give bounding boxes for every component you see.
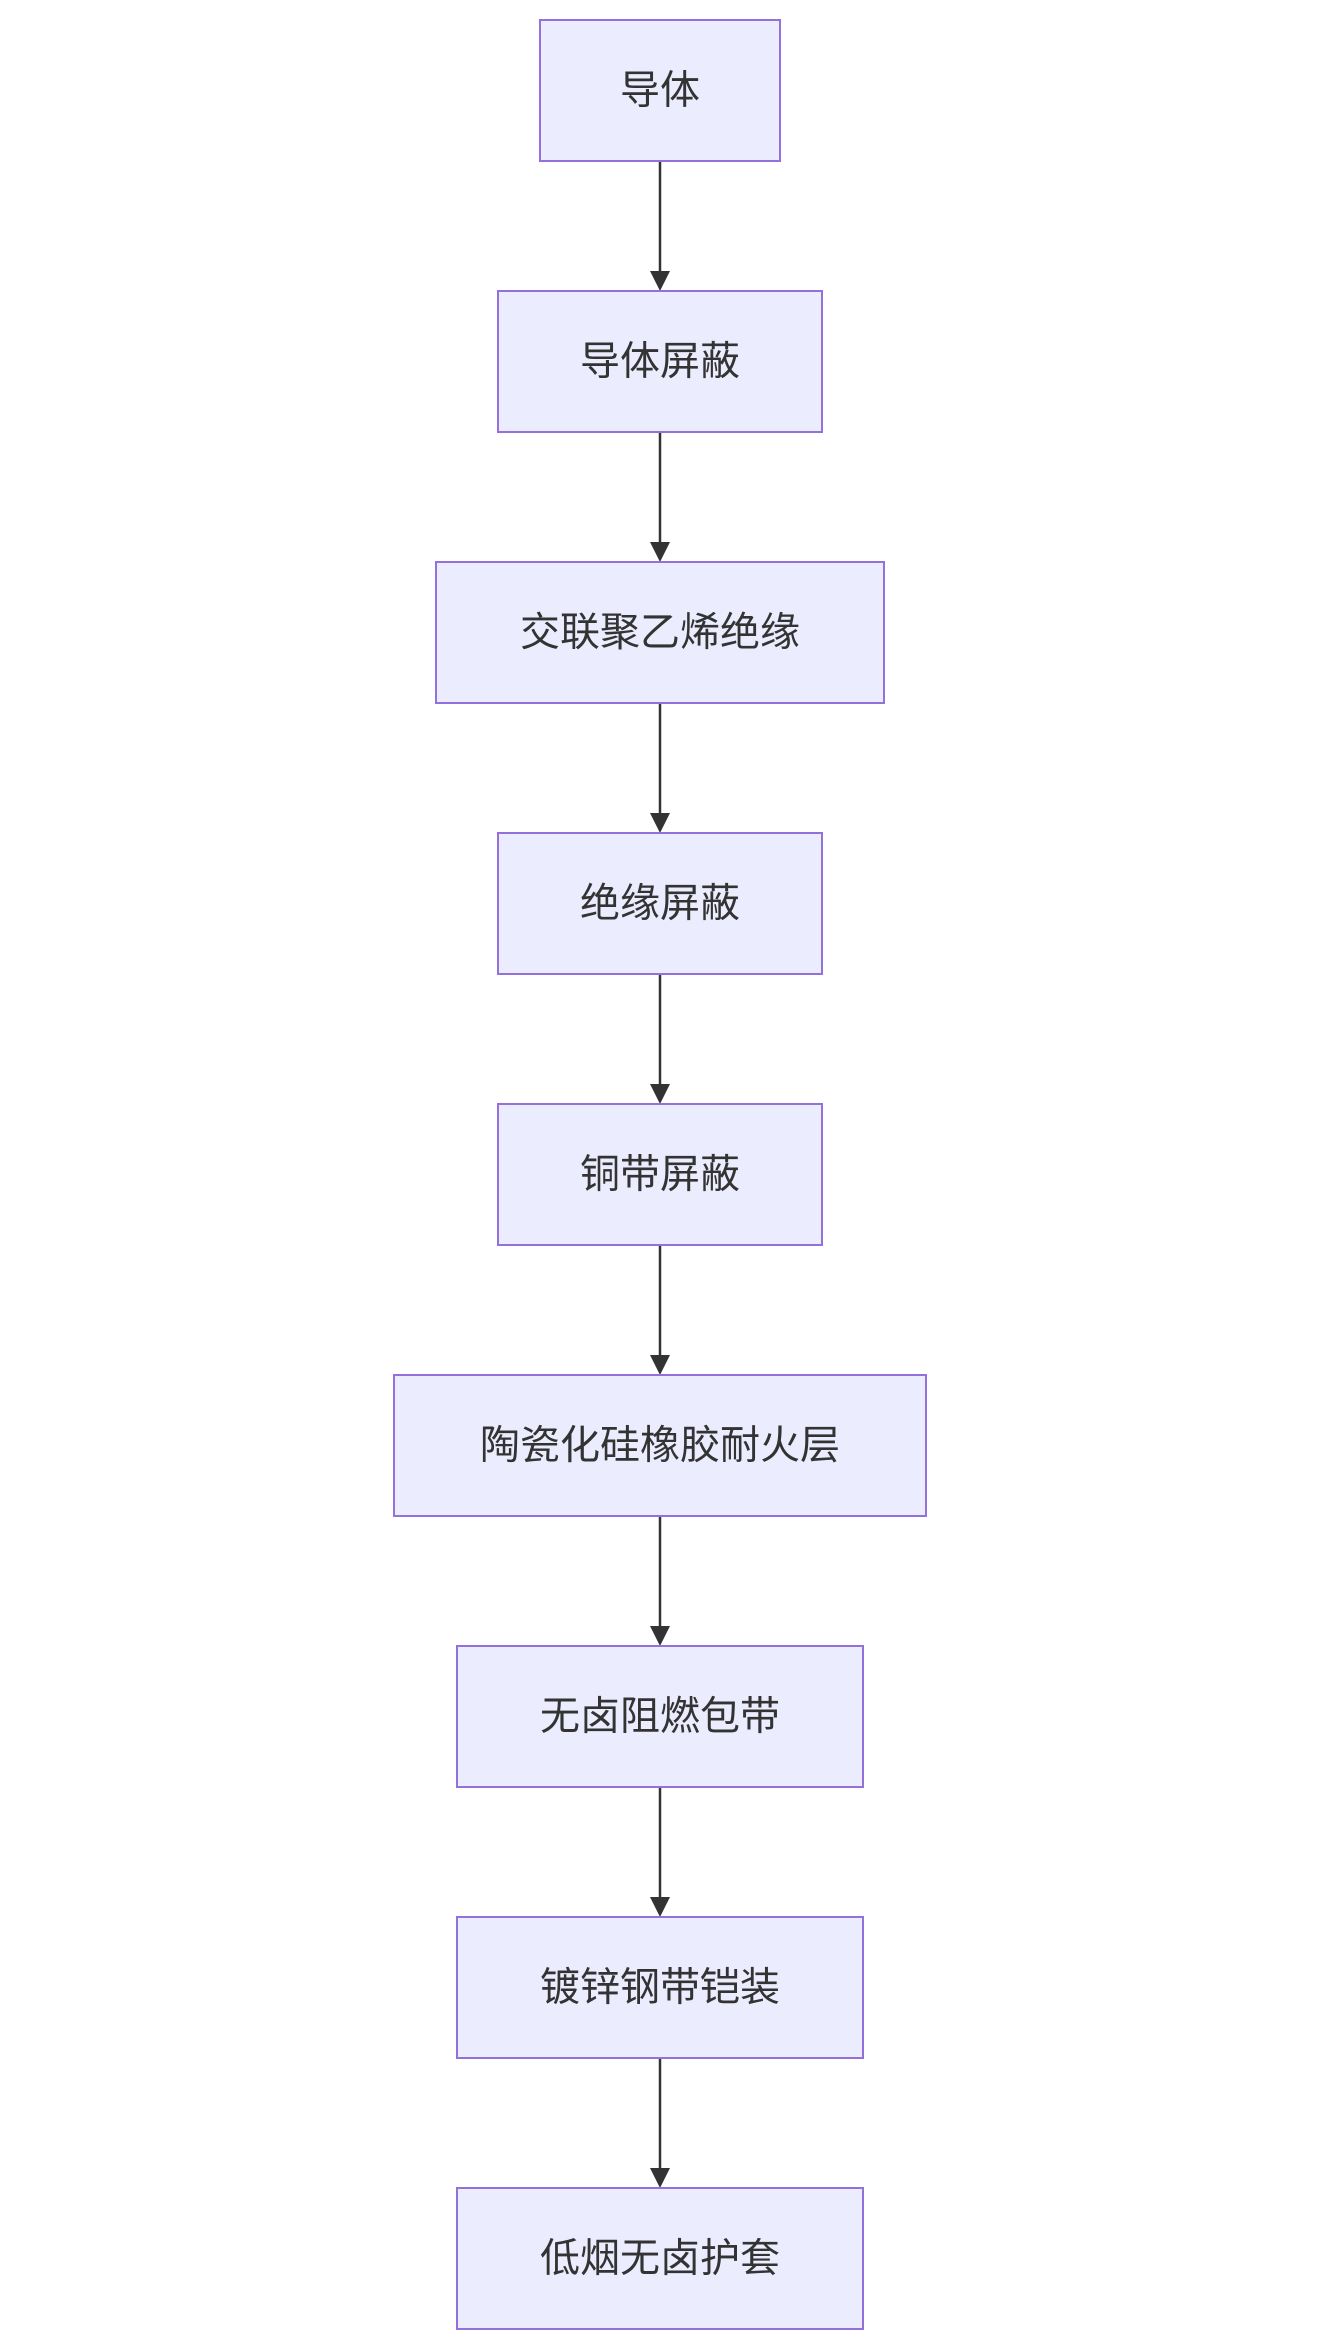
node-label: 无卤阻燃包带 (540, 1694, 780, 1740)
edges-layer (650, 161, 670, 2188)
arrowhead (650, 2168, 670, 2188)
node-box (497, 290, 823, 433)
node-box (435, 561, 885, 704)
edge-n6-n7 (650, 1516, 670, 1646)
edge-n1-n2 (650, 161, 670, 291)
node-n5: 铜带屏蔽 (497, 1103, 823, 1246)
node-n6: 陶瓷化硅橡胶耐火层 (393, 1374, 927, 1517)
node-label: 铜带屏蔽 (580, 1152, 740, 1198)
node-label: 低烟无卤护套 (540, 2236, 780, 2282)
node-label: 陶瓷化硅橡胶耐火层 (480, 1423, 840, 1469)
edge-n5-n6 (650, 1245, 670, 1375)
node-box (497, 832, 823, 975)
edge-n4-n5 (650, 974, 670, 1104)
node-label: 导体屏蔽 (580, 339, 740, 385)
node-box (497, 1103, 823, 1246)
edge-n8-n9 (650, 2058, 670, 2188)
arrowhead (650, 1897, 670, 1917)
node-box (456, 2187, 864, 2330)
arrowhead (650, 1084, 670, 1104)
nodes-layer: 导体导体屏蔽交联聚乙烯绝缘绝缘屏蔽铜带屏蔽陶瓷化硅橡胶耐火层无卤阻燃包带镀锌钢带… (393, 19, 927, 2330)
edge-n2-n3 (650, 432, 670, 562)
node-n4: 绝缘屏蔽 (497, 832, 823, 975)
arrowhead (650, 1626, 670, 1646)
edge-n3-n4 (650, 703, 670, 833)
arrowhead (650, 542, 670, 562)
node-n1: 导体 (539, 19, 781, 162)
node-n2: 导体屏蔽 (497, 290, 823, 433)
node-n7: 无卤阻燃包带 (456, 1645, 864, 1788)
arrowhead (650, 271, 670, 291)
node-box (456, 1916, 864, 2059)
node-label: 绝缘屏蔽 (580, 881, 740, 927)
node-box (393, 1374, 927, 1517)
node-label: 导体 (620, 68, 700, 114)
node-n8: 镀锌钢带铠装 (456, 1916, 864, 2059)
node-box (456, 1645, 864, 1788)
node-label: 交联聚乙烯绝缘 (520, 610, 800, 656)
node-n9: 低烟无卤护套 (456, 2187, 864, 2330)
edge-n7-n8 (650, 1787, 670, 1917)
node-box (539, 19, 781, 162)
arrowhead (650, 1355, 670, 1375)
arrowhead (650, 813, 670, 833)
node-n3: 交联聚乙烯绝缘 (435, 561, 885, 704)
node-label: 镀锌钢带铠装 (540, 1965, 780, 2011)
